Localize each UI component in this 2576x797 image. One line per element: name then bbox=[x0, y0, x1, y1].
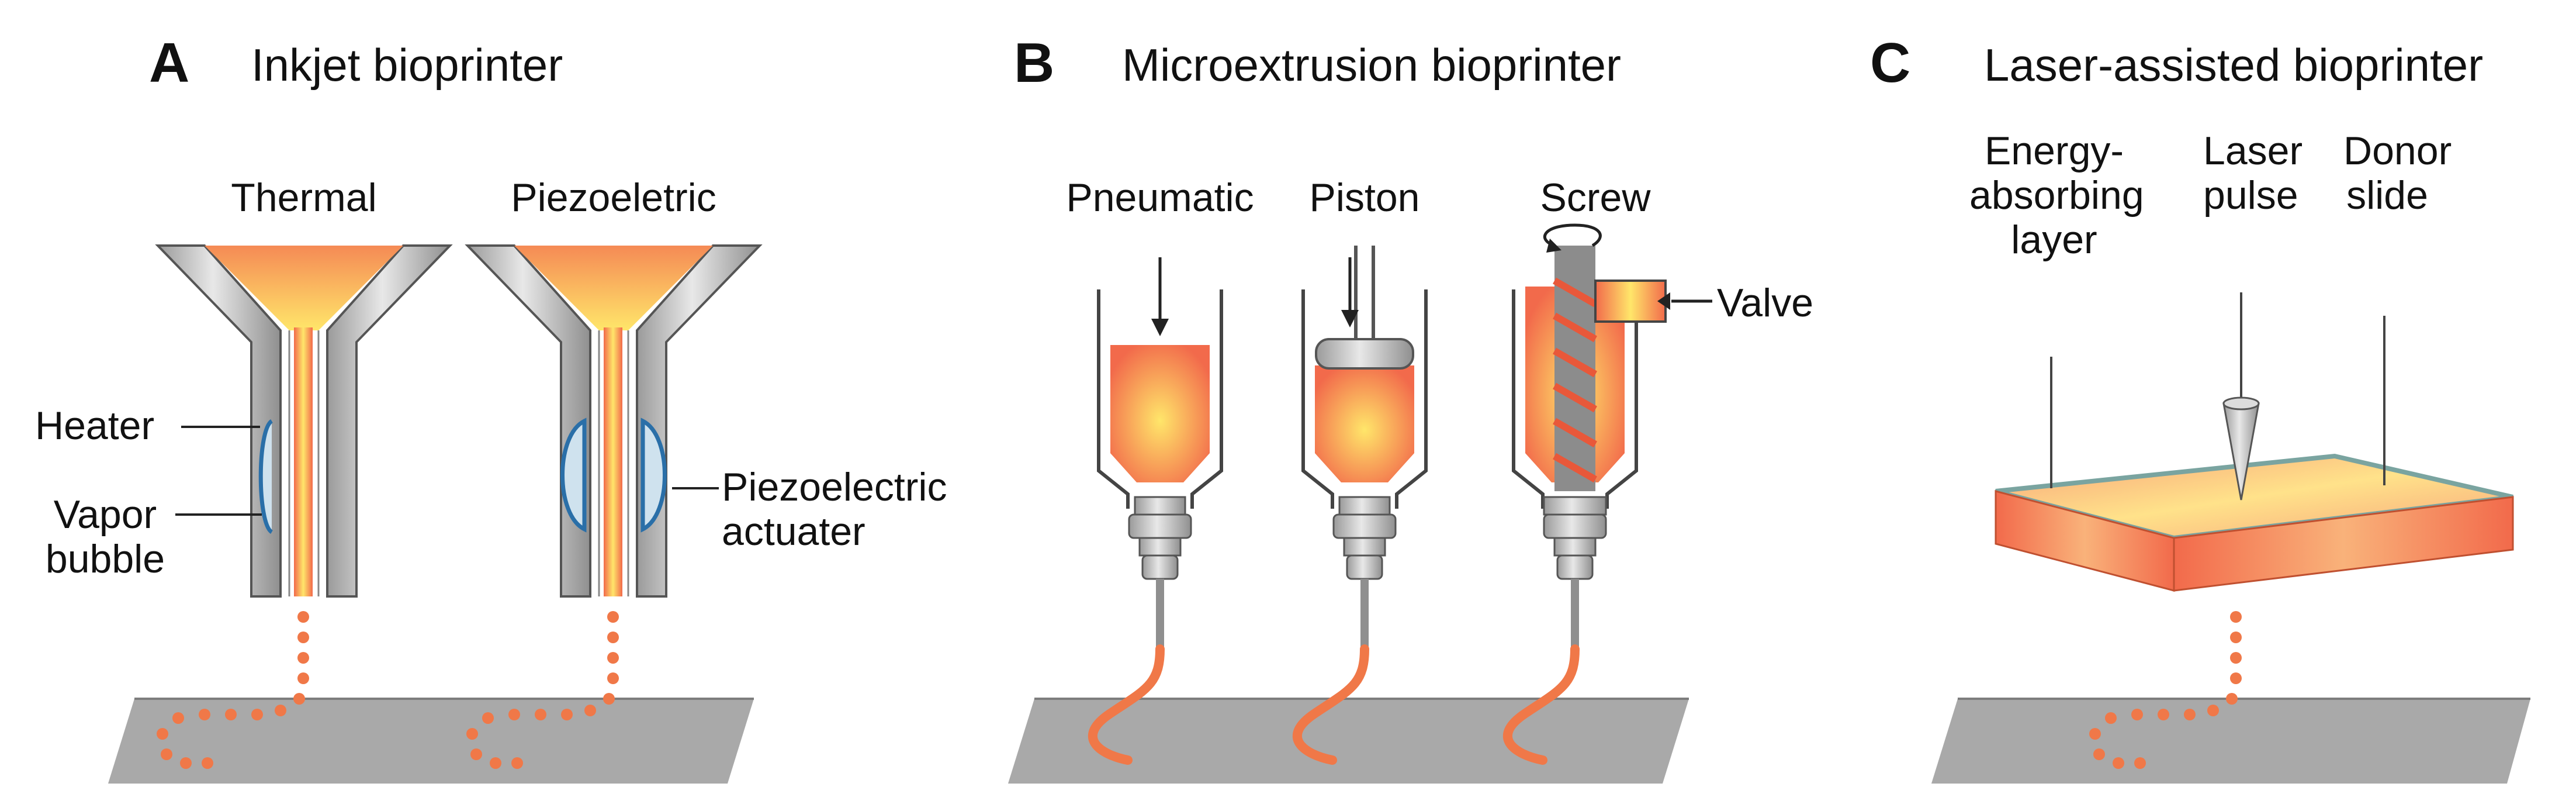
panel-c-laser bbox=[1931, 292, 2530, 784]
thermal-droplets bbox=[157, 611, 309, 769]
panel-letter-b: B bbox=[1014, 32, 1055, 94]
piezo-nozzle bbox=[465, 244, 763, 598]
donor-slide bbox=[1995, 453, 2514, 592]
piezo-actuator-icon bbox=[560, 418, 667, 533]
panel-a-inkjet bbox=[108, 244, 763, 784]
screw-thread-icon bbox=[1553, 277, 1597, 483]
heater-icon bbox=[258, 419, 273, 534]
label-thermal: Thermal bbox=[231, 175, 377, 220]
label-screw: Screw bbox=[1540, 175, 1651, 220]
panel-a-leaders bbox=[175, 426, 719, 516]
panel-b-microextrusion bbox=[1008, 223, 1712, 784]
panel-title-a: Inkjet bioprinter bbox=[251, 39, 563, 91]
piston-syringe bbox=[1292, 246, 1428, 765]
panel-letter-c: C bbox=[1870, 32, 1911, 94]
laser-droplets bbox=[2089, 611, 2242, 769]
label-piezoelectric-actuater: Piezoelectric actuater bbox=[722, 465, 947, 554]
thermal-nozzle bbox=[155, 244, 453, 598]
label-energy-absorbing-layer: Energy- absorbing layer bbox=[1969, 129, 2144, 263]
label-valve: Valve bbox=[1717, 281, 1814, 325]
panel-c-leaders bbox=[2050, 316, 2385, 488]
label-laser-pulse: Laser pulse bbox=[2203, 129, 2303, 218]
laser-pulse-icon bbox=[2222, 292, 2260, 501]
panel-letter-a: A bbox=[149, 32, 190, 94]
pneumatic-syringe bbox=[1088, 257, 1223, 765]
label-pneumatic: Pneumatic bbox=[1066, 175, 1254, 220]
label-piezoeletric: Piezoeletric bbox=[511, 175, 716, 220]
label-vapor-bubble: Vapor bubble bbox=[45, 492, 165, 582]
label-heater: Heater bbox=[35, 403, 155, 448]
piezo-droplets bbox=[466, 611, 619, 769]
label-piston: Piston bbox=[1309, 175, 1420, 220]
screw-syringe bbox=[1502, 223, 1712, 765]
label-donor-slide: Donor slide bbox=[2343, 129, 2452, 218]
substrate-c bbox=[1931, 698, 2530, 784]
panel-title-b: Microextrusion bioprinter bbox=[1122, 39, 1622, 91]
panel-title-c: Laser-assisted bioprinter bbox=[1984, 39, 2484, 91]
rotation-arrow-icon bbox=[1543, 223, 1602, 253]
substrate-a bbox=[108, 698, 754, 784]
